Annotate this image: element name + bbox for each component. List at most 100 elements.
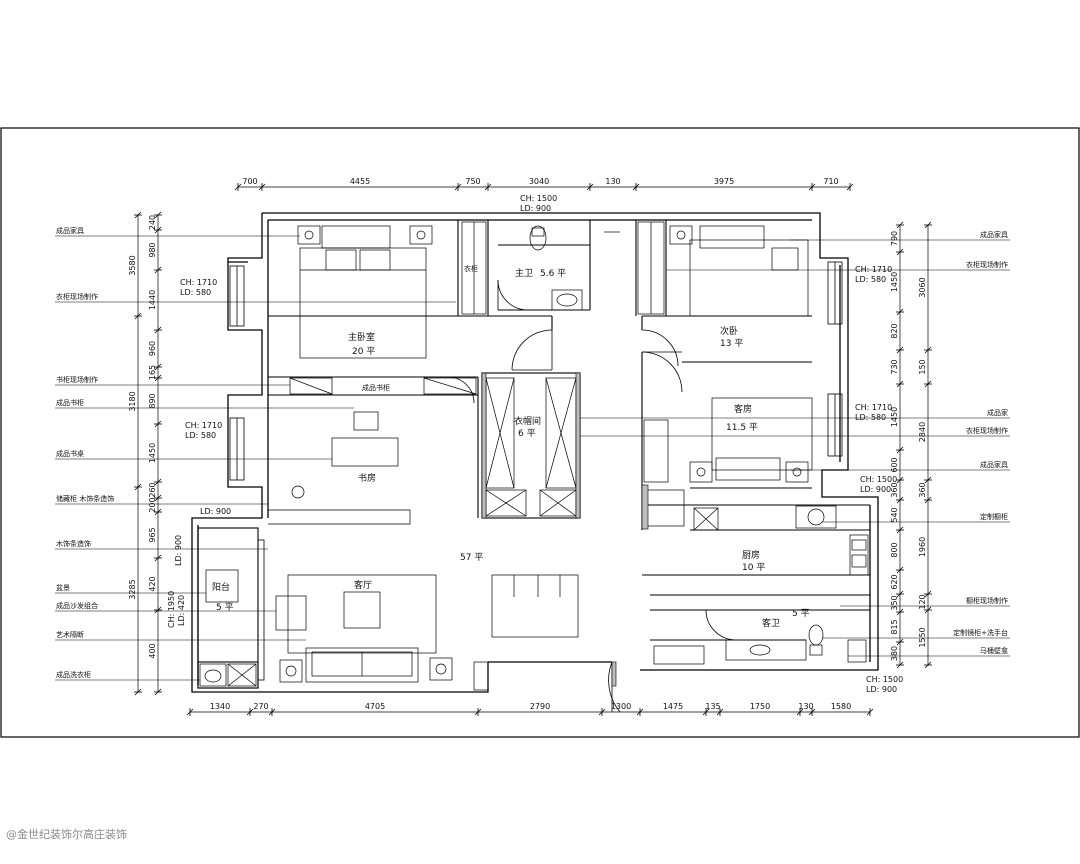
ch-label-balcony-side2-1: CH: 1950 [167, 591, 176, 628]
hatched-walls [481, 372, 649, 687]
left-note-label: 木饰条造饰 [56, 539, 91, 548]
room-name-closet: 衣帽间 [514, 415, 541, 427]
bottom-dim-label: 1750 [750, 702, 770, 711]
room-labels: 主卧室 20 平 主卫 5.6 平 次卧 13 平 客房 11.5 平 衣帽间 … [212, 267, 810, 629]
room-name-guest-bath: 客卫 [762, 617, 780, 629]
top-dim-label: 130 [605, 177, 620, 186]
left-note-label: 书柜现场制作 [56, 375, 98, 384]
ch-label-top-bath-2: LD: 900 [520, 204, 551, 213]
room-area-guest-bath: 5 平 [792, 608, 810, 619]
right-note-label: 定制橱柜 [980, 512, 1008, 521]
room-name-second-bedroom: 次卧 [720, 325, 738, 337]
left-inner-dim-label: 400 [148, 643, 157, 658]
left-note-label: 成品家具 [56, 226, 84, 235]
room-name-living: 客厅 [354, 579, 372, 591]
left-inner-dim-label: 890 [148, 393, 157, 408]
right-inner-dim-label: 540 [890, 507, 899, 522]
right-outer-dim-label: 2840 [918, 422, 927, 442]
ch-label-second-2: LD: 580 [855, 275, 886, 284]
ch-label-balcony-side: LD: 900 [174, 535, 183, 566]
top-dim-label: 4455 [350, 177, 370, 186]
bottom-dim-label: 1580 [831, 702, 851, 711]
top-dim-label: 700 [242, 177, 257, 186]
ch-label-guest-1: CH: 1710 [855, 403, 892, 412]
interior-walls [197, 220, 870, 689]
drawing-frame [0, 127, 1080, 738]
room-name-master-bedroom: 主卧室 [348, 331, 375, 343]
right-note-label: 橱柜现场制作 [966, 596, 1008, 605]
right-note-label: 成品家具 [980, 460, 1008, 469]
left-inner-dim-label: 200 [148, 497, 157, 512]
right-inner-dim-label: 380 [890, 646, 899, 661]
inline-note-small-cabinet: 衣柜 [464, 264, 478, 273]
left-note-label: 盆景 [56, 583, 70, 592]
ch-label-master-2: LD: 580 [180, 288, 211, 297]
bottom-dim-label: 270 [253, 702, 268, 711]
right-note-label: 衣柜现场制作 [966, 260, 1008, 269]
left-inner-dim-label: 420 [148, 576, 157, 591]
right-inner-dim-label: 820 [890, 323, 899, 338]
doors [447, 279, 737, 713]
ch-label-master-1: CH: 1710 [180, 278, 217, 287]
ceiling-height-labels: CH: 1500 LD: 900 CH: 1710 LD: 580 CH: 17… [167, 194, 903, 694]
dimension-ticks [134, 183, 932, 716]
right-note-label: 定制镜柜+洗手台 [953, 628, 1008, 637]
ch-label-top-bath-1: CH: 1500 [520, 194, 557, 203]
right-inner-dim-label: 600 [890, 457, 899, 472]
room-name-balcony: 阳台 [212, 581, 230, 593]
room-area-guest-room: 11.5 平 [726, 422, 758, 433]
room-name-guest-room: 客房 [734, 403, 752, 415]
room-area-master-bedroom: 20 平 [352, 346, 375, 357]
left-outer-dim-label: 3580 [128, 255, 137, 275]
left-inner-dim-label: 965 [148, 527, 157, 542]
left-inner-dim-label: 960 [148, 341, 157, 356]
right-note-label: 衣柜现场制作 [966, 426, 1008, 435]
left-note-label: 成品书柜 [56, 398, 84, 407]
left-note-label: 储藏柜 木饰条造饰 [56, 494, 114, 503]
room-area-living: 57 平 [460, 552, 483, 563]
left-inner-dim-label: 260 [148, 482, 157, 497]
right-outer-dim-label: 150 [918, 359, 927, 374]
right-outer-dim-label: 3060 [918, 277, 927, 297]
left-inner-dim-label: 240 [148, 215, 157, 230]
top-dim-label: 3975 [714, 177, 734, 186]
left-inner-dim-label: 1440 [148, 290, 157, 310]
bottom-dim-label: 130 [798, 702, 813, 711]
room-area-master-bath: 5.6 平 [540, 268, 566, 279]
top-dim-label: 750 [465, 177, 480, 186]
right-dimension-chain [899, 225, 929, 665]
room-name-kitchen: 厨房 [742, 549, 760, 561]
right-note-label: 成品家具 [980, 230, 1008, 239]
ch-label-study-door: LD: 900 [200, 507, 231, 516]
left-note-label: 成品沙发组合 [56, 601, 98, 610]
right-outer-dim-label: 1550 [918, 627, 927, 647]
left-inner-dim-label: 980 [148, 242, 157, 257]
room-area-closet: 6 平 [518, 428, 536, 439]
right-inner-dim-label: 1450 [890, 272, 899, 292]
room-area-balcony: 5 平 [216, 602, 234, 613]
ch-label-bottom-1: CH: 1500 [866, 675, 903, 684]
ch-label-guest-2: LD: 580 [855, 413, 886, 422]
right-note-label: 成品家 [987, 408, 1008, 417]
left-inner-dim-label: 165 [148, 365, 157, 380]
right-inner-dim-label: 800 [890, 542, 899, 557]
ch-label-second-1: CH: 1710 [855, 265, 892, 274]
ch-label-guest-low-1: CH: 1500 [860, 475, 897, 484]
left-outer-dim-label: 3180 [128, 391, 137, 411]
ch-label-balcony-side2-2: LD: 420 [177, 595, 186, 626]
right-inner-dim-label: 360 [890, 482, 899, 497]
right-inner-dim-label: 790 [890, 231, 899, 246]
left-note-label: 成品书桌 [56, 449, 84, 458]
furniture [199, 221, 869, 691]
ch-label-study-1: CH: 1710 [185, 421, 222, 430]
bottom-dim-label: 4705 [365, 702, 385, 711]
bottom-dim-label: 1300 [611, 702, 631, 711]
right-outer-dim-label: 120 [918, 594, 927, 609]
right-inner-dim-label: 620 [890, 574, 899, 589]
watermark: @金世纪装饰尔高庄装饰 [6, 828, 127, 841]
top-dim-label: 710 [823, 177, 838, 186]
left-note-label: 衣柜现场制作 [56, 292, 98, 301]
